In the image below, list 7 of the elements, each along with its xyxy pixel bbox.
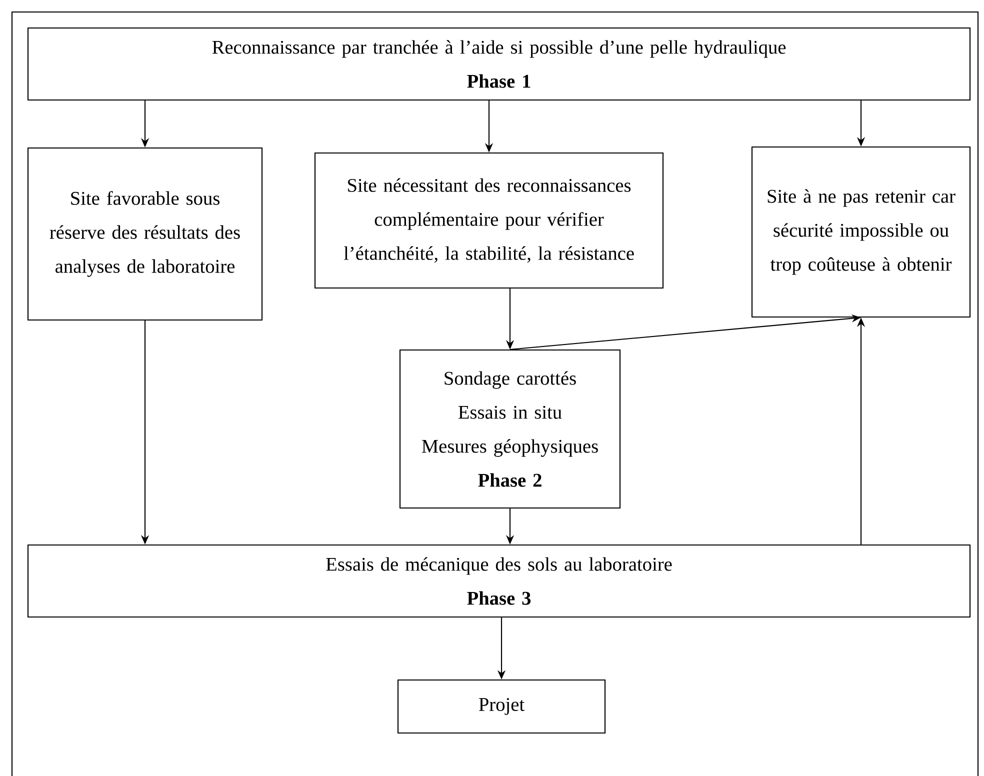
process-box: Site à ne pas retenir car sécurité impossible ou trop coûteuse à obtenir [751,146,971,318]
process-box: Reconnaissance par tranchée à l’aide si possible d’une pelle hydraulique Phase 1 [27,27,971,101]
process-box: Site favorable sous réserve des résultats des analyses de laboratoire [27,147,263,321]
process-box: Site nécessitant des reconnaissances complémentaire pour vérifier l’étanchéité, la stabilité, la résistance [314,152,664,289]
process-box: Essais de mécanique des sols au laboratoire Phase 3 [27,544,971,618]
process-box: Projet [397,679,606,734]
process-box: Sondage carottés Essais in situ Mesures géophysiques Phase 2 [399,349,621,509]
